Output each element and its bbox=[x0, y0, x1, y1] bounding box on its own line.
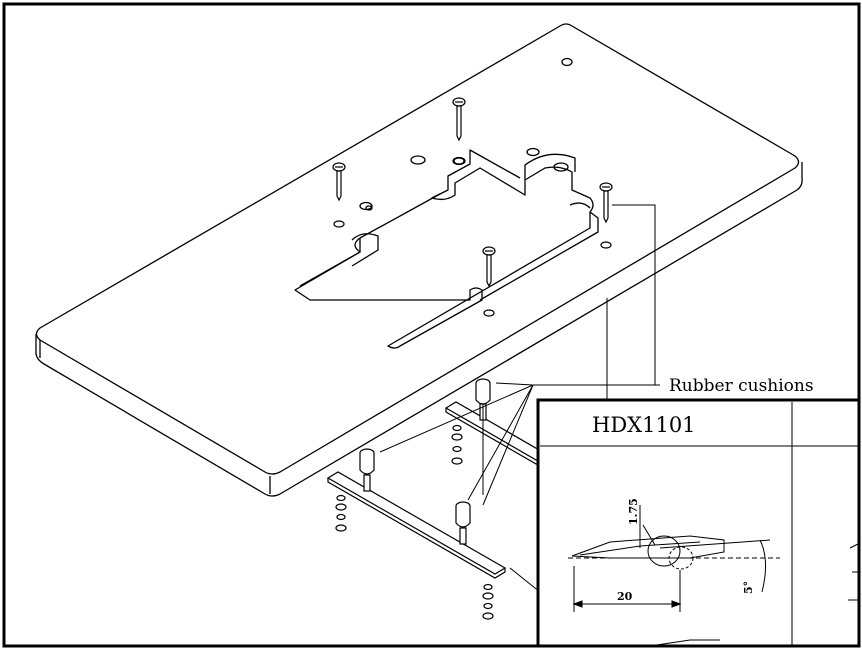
screw bbox=[599, 182, 613, 249]
cutout-ledge bbox=[351, 202, 591, 267]
leader-lines bbox=[379, 204, 660, 593]
screw-set bbox=[332, 97, 613, 317]
cutout-wall-left bbox=[299, 149, 521, 287]
hinge-bar-front bbox=[326, 471, 507, 575]
screw bbox=[332, 162, 346, 228]
screw bbox=[482, 246, 496, 317]
recess-hole bbox=[553, 162, 569, 172]
recess-hole bbox=[526, 147, 540, 157]
table-top bbox=[35, 23, 803, 497]
dim-length-label: 20 bbox=[617, 590, 633, 603]
table-front-edge bbox=[35, 162, 803, 497]
rubber-cushion bbox=[455, 501, 471, 545]
table-front-edge-inner bbox=[39, 340, 271, 494]
inset-model-title: HDX1101 bbox=[592, 413, 696, 437]
screw bbox=[452, 97, 466, 165]
rubber-cushions-label: Rubber cushions bbox=[669, 376, 814, 396]
dim-angle-label: 5° bbox=[742, 581, 755, 594]
rubber-cushion bbox=[359, 448, 375, 492]
nut-stack bbox=[335, 494, 347, 532]
cutout-wall-right bbox=[479, 153, 599, 301]
table-top-face bbox=[35, 23, 800, 475]
table-corner-hole bbox=[561, 57, 573, 67]
needle-drawing bbox=[568, 505, 859, 647]
recess-hole bbox=[410, 155, 426, 165]
hinge-assembly bbox=[326, 378, 562, 620]
nut-stack bbox=[451, 424, 463, 465]
inset-frame bbox=[536, 398, 861, 648]
nut-stack bbox=[482, 583, 494, 620]
recess-hole bbox=[365, 205, 373, 211]
inset-panel: HDX1101 1.75 20 5° bbox=[536, 398, 861, 648]
dim-thickness-label: 1.75 bbox=[627, 498, 640, 525]
